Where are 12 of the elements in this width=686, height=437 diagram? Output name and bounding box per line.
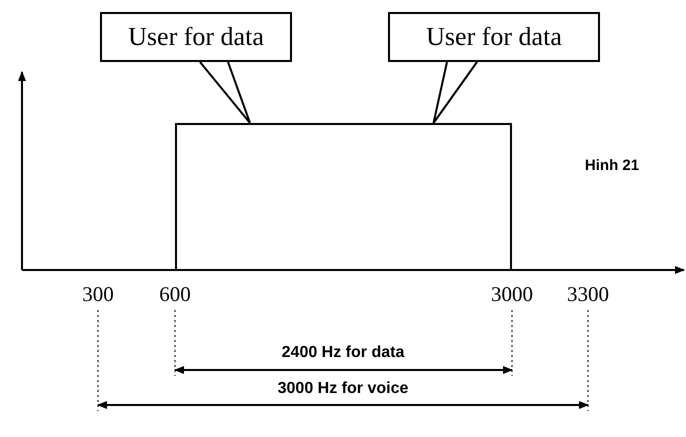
callout-pointer	[199, 61, 251, 124]
frequency-band	[175, 123, 512, 270]
tick-label: 300	[82, 282, 114, 307]
dimension-label: 2400 Hz for data	[282, 344, 404, 362]
tick-label: 3000	[491, 282, 533, 307]
tick-label: 3300	[567, 282, 609, 307]
dimension-label: 3000 Hz for voice	[278, 380, 408, 398]
tick-label: 600	[159, 282, 191, 307]
callout-box: User for data	[100, 12, 292, 62]
callout-box: User for data	[388, 12, 600, 62]
callout-pointer	[432, 61, 478, 124]
figure-label: Hinh 21	[584, 157, 640, 174]
